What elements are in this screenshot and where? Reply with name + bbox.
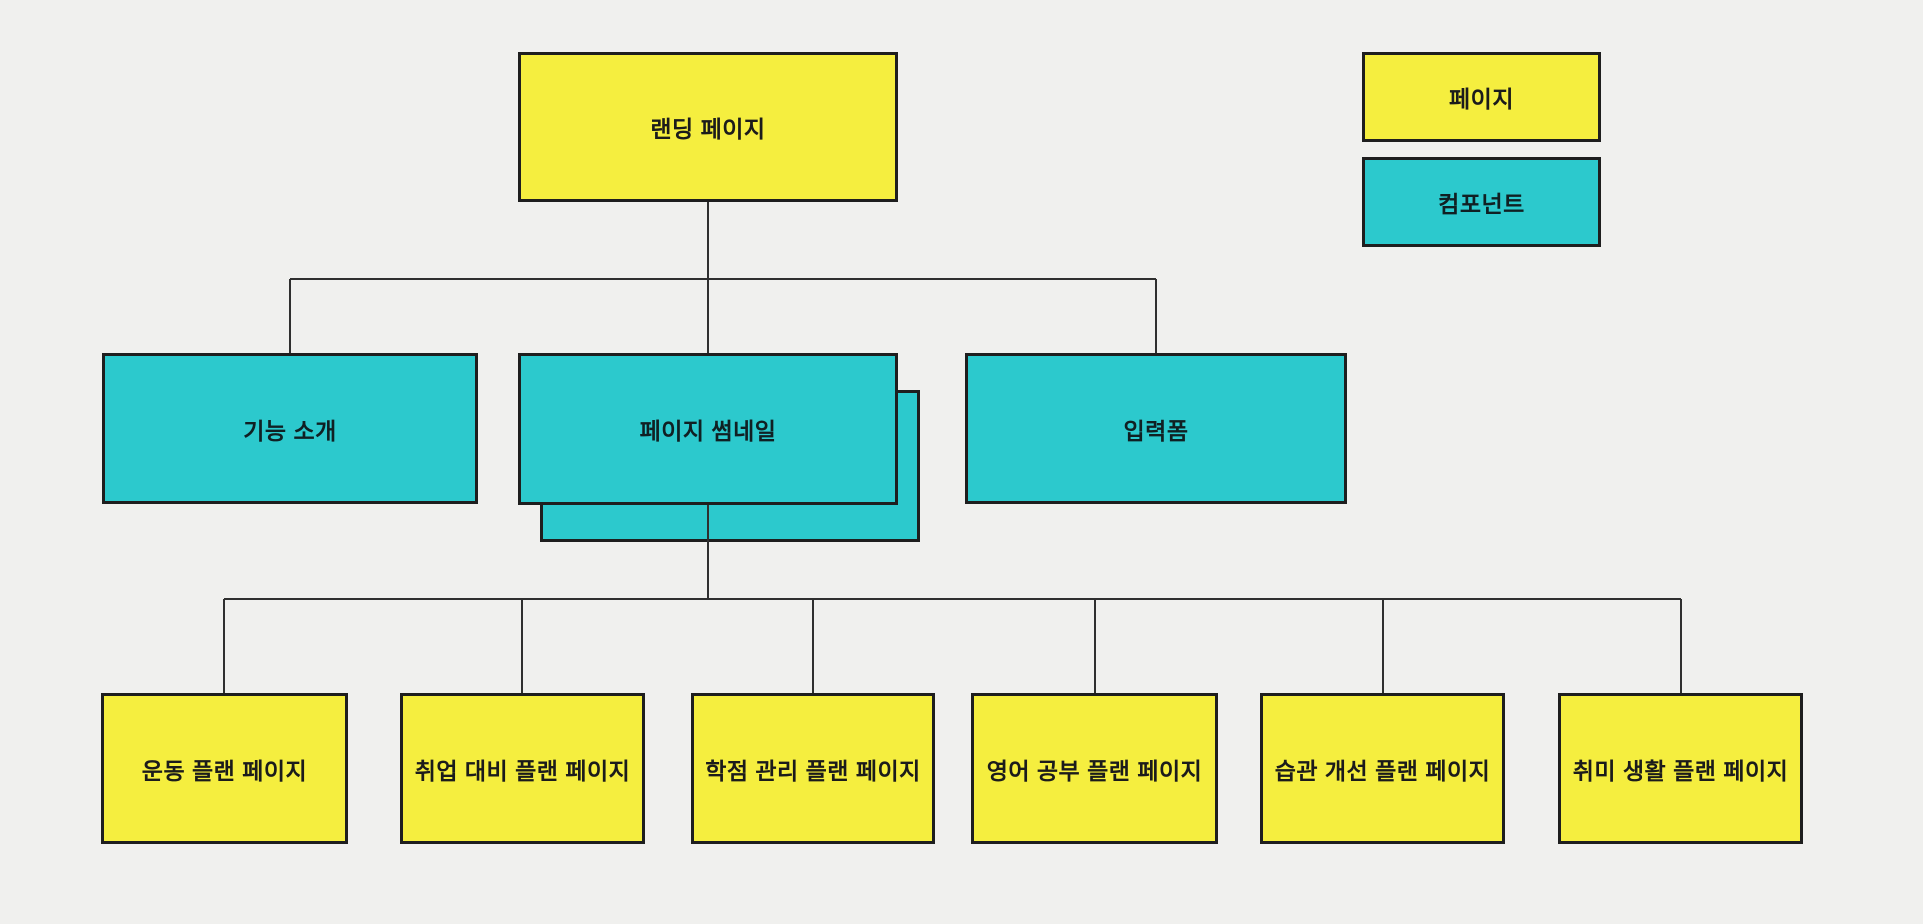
legend-component[interactable]: 컴포넌트 (1362, 157, 1601, 247)
node-label: 기능 소개 (243, 417, 337, 444)
node-plan-page-english[interactable]: 영어 공부 플랜 페이지 (971, 693, 1218, 844)
legend-component-label: 컴포넌트 (1438, 191, 1525, 217)
node-plan-page-exercise[interactable]: 운동 플랜 페이지 (101, 693, 348, 844)
legend-page[interactable]: 페이지 (1362, 52, 1601, 142)
node-feature-intro[interactable]: 기능 소개 (102, 353, 478, 504)
node-label: 랜딩 페이지 (650, 116, 766, 142)
node-plan-page-habit[interactable]: 습관 개선 플랜 페이지 (1260, 693, 1505, 844)
node-page-thumbnail[interactable]: 페이지 썸네일 (518, 353, 898, 505)
node-label: 운동 플랜 페이지 (141, 757, 308, 784)
node-plan-page-career[interactable]: 취업 대비 플랜 페이지 (400, 693, 645, 844)
node-label: 페이지 썸네일 (639, 418, 777, 444)
node-label: 학점 관리 플랜 페이지 (705, 757, 921, 784)
node-landing-page[interactable]: 랜딩 페이지 (518, 52, 898, 202)
node-label: 취업 대비 플랜 페이지 (414, 757, 631, 784)
node-plan-page-hobby[interactable]: 취미 생활 플랜 페이지 (1558, 693, 1803, 844)
node-plan-page-grades[interactable]: 학점 관리 플랜 페이지 (691, 693, 935, 844)
node-input-form[interactable]: 입력폼 (965, 353, 1347, 504)
node-label: 영어 공부 플랜 페이지 (986, 757, 1203, 784)
node-label: 습관 개선 플랜 페이지 (1274, 757, 1491, 784)
node-label: 취미 생활 플랜 페이지 (1572, 757, 1789, 784)
legend-page-label: 페이지 (1449, 86, 1514, 112)
node-label: 입력폼 (1123, 417, 1189, 444)
